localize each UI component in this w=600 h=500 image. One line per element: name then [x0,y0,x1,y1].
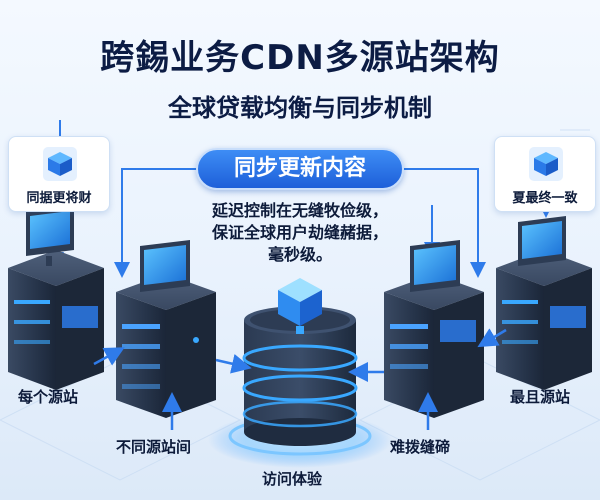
server-right-outer [496,216,592,390]
cube-icon [278,278,322,334]
blue-cube-icon [43,147,77,181]
note-line-1: 延迟控制在无缝牧俭级， [211,201,388,220]
server-left-inner [116,240,216,418]
center-note: 延迟控制在无缝牧俭级， 保证全球用户劫缝赭据， 毫秒级。 [168,200,432,266]
left-info-card: 同据更将财 [8,136,110,212]
right-card-caption: 夏最终一致 [512,191,578,206]
page-subtitle: 全球贷载均衡与同步机制 [168,94,432,122]
label-left-bottom: 不同源站间 [116,438,192,456]
label-left-mid: 每个源站 [18,388,79,406]
sync-update-pill: 同步更新内容 [196,148,404,190]
server-right-inner [384,240,484,418]
blue-cube-icon [529,147,563,181]
right-info-card: 夏最终一致 [494,136,596,212]
link-arrows [93,328,507,430]
label-right-mid: 最且源站 [510,388,571,406]
label-right-bottom: 难拨缝碲 [390,438,451,456]
page-title: 跨錫业务CDN多源站架构 [100,38,500,78]
left-card-caption: 同据更将财 [26,191,92,206]
label-center-bottom: 访问体验 [262,470,323,488]
note-line-3: 毫秒级。 [267,245,332,264]
server-left-outer [8,206,104,390]
central-database [208,278,392,468]
note-line-2: 保证全球用户劫缝赭据， [211,223,388,242]
